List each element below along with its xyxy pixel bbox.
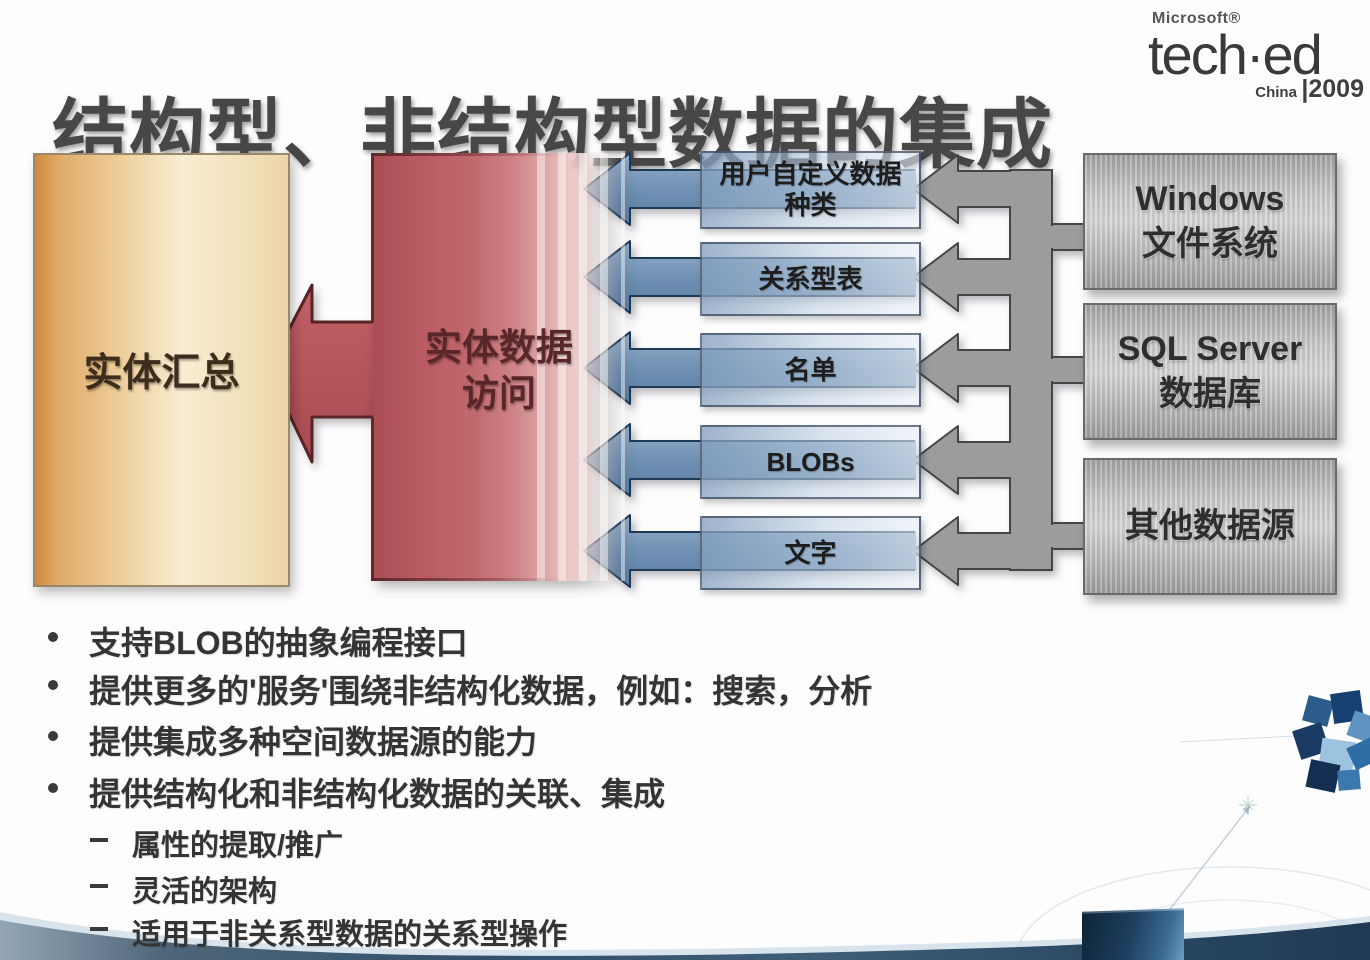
gray-trunk (1009, 169, 1053, 571)
list-item: 灵活的架构 (90, 868, 277, 910)
entity-access-label: 实体数据 访问 (425, 327, 573, 414)
gray-arrow-2 (912, 242, 1012, 312)
gray-source-network (912, 154, 1086, 586)
stream-label-lists: 名单 (700, 333, 921, 407)
gray-arrow-5 (912, 516, 1012, 586)
stream-label-blobs: BLOBs (700, 425, 921, 499)
source-box-other-data-sources: 其他数据源 (1083, 458, 1337, 595)
list-item: 属性的提取/推广 (90, 822, 343, 864)
logo-year: |2009 (1301, 75, 1364, 104)
list-item: 支持BLOB的抽象编程接口 (48, 618, 468, 664)
access-box-border (373, 153, 563, 156)
dash-icon (90, 927, 108, 931)
list-item: 提供结构化和非结构化数据的关联、集成 (48, 769, 665, 815)
stream-label-text: 文字 (700, 516, 921, 590)
access-box-border (371, 417, 374, 581)
stream-label-relational-tables: 关系型表 (700, 242, 921, 316)
access-box-border (373, 578, 563, 581)
list-item: 提供更多的'服务'围绕非结构化数据，例如：搜索，分析 (48, 666, 872, 712)
bullet-icon (48, 783, 58, 793)
gray-arrow-1 (912, 154, 1012, 224)
teched-wordmark: tech·ed (1148, 23, 1323, 86)
source-box-sql-server-database: SQL Server 数据库 (1083, 303, 1337, 440)
teched-logo: Microsoft® tech·ed China |2009 (1148, 10, 1366, 104)
microsoft-wordmark: Microsoft® (1152, 10, 1241, 27)
logo-region: China (1255, 84, 1297, 102)
access-box-stripes (524, 153, 625, 581)
entity-summary-label: 实体汇总 (83, 352, 240, 395)
list-item: 提供集成多种空间数据源的能力 (48, 717, 537, 763)
entity-access-box: 实体数据 访问 (373, 153, 625, 581)
dash-icon (90, 884, 108, 888)
gray-arrow-3 (912, 333, 1012, 403)
gray-arrow-4 (912, 425, 1012, 495)
bullet-icon (48, 632, 58, 642)
access-box-border (371, 153, 374, 322)
logo-region-year: China |2009 (1148, 75, 1366, 104)
bullet-icon (48, 731, 58, 741)
source-box-windows-file-system: Windows 文件系统 (1083, 153, 1337, 290)
list-item: 适用于非关系型数据的关系型操作 (90, 911, 567, 953)
stream-label-custom-data: 用户自定义数据 种类 (700, 151, 921, 229)
entity-summary-box: 实体汇总 (33, 153, 290, 587)
bullet-icon (48, 680, 58, 690)
dash-icon (90, 838, 108, 842)
